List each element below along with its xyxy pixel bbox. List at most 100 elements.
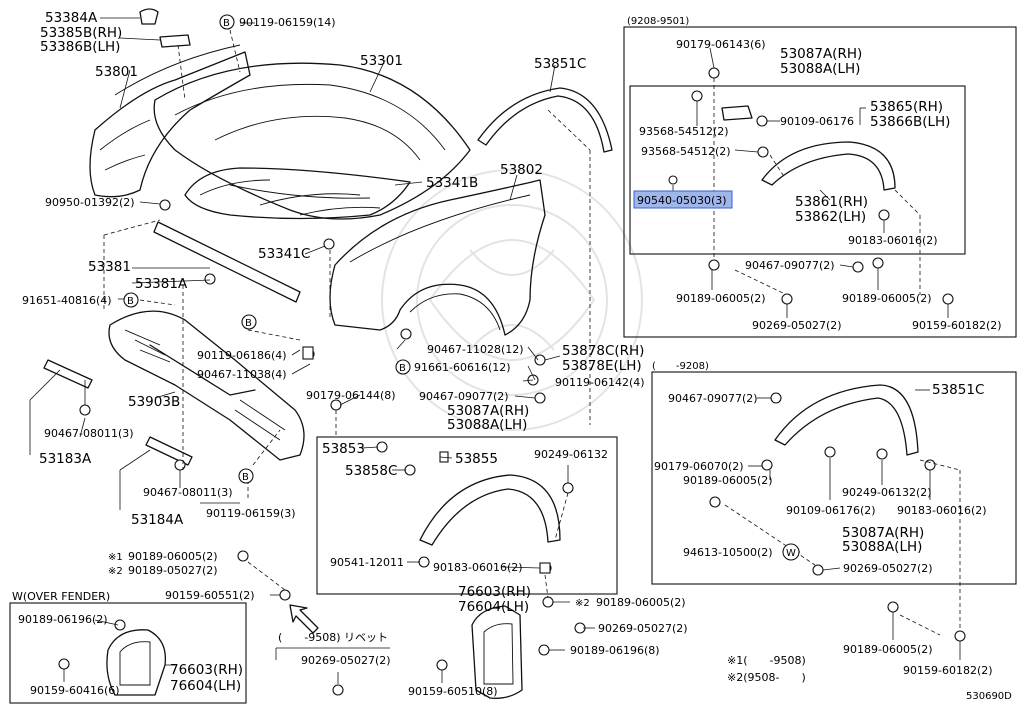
label-53855[interactable]: 53855	[455, 451, 498, 467]
label-90467-09077-mid[interactable]: 90467-09077(2)	[419, 390, 509, 403]
label-53384A[interactable]: 53384A	[45, 10, 98, 26]
label-53341B[interactable]: 53341B	[426, 175, 478, 191]
label-90249-06132-mid[interactable]: 90249-06132	[534, 448, 608, 461]
bracket-53183A[interactable]	[43, 359, 93, 389]
label-90189-06005-tr-b[interactable]: 90189-06005(2)	[842, 292, 932, 305]
label-53183A[interactable]: 53183A	[39, 451, 92, 467]
label-90467-08011-a[interactable]: 90467-08011(3)	[44, 427, 134, 440]
label-90159-60182-tr[interactable]: 90159-60182(2)	[912, 319, 1002, 332]
label-90183-06016-mid[interactable]: 90183-06016(2)	[433, 561, 523, 574]
label-90119-06186[interactable]: 90119-06186(4)	[197, 349, 287, 362]
bracket-53087A-tr[interactable]	[721, 105, 753, 121]
wheel-opening-molding-53865[interactable]	[761, 141, 896, 191]
label-76603-mid[interactable]: 76603(RH)	[458, 584, 531, 600]
label-53865[interactable]: 53865(RH)	[870, 99, 943, 115]
hood-seal-53381[interactable]	[153, 221, 301, 303]
label-53801[interactable]: 53801	[95, 64, 138, 80]
label-53184A[interactable]: 53184A	[131, 512, 184, 528]
label-90269-05027-mid[interactable]: 90269-05027(2)	[598, 622, 688, 635]
label-90189-06005-tr-a[interactable]: 90189-06005(2)	[676, 292, 766, 305]
label-90189-06005-br[interactable]: 90189-06005(2)	[683, 474, 773, 487]
label-53341C[interactable]: 53341C	[258, 246, 310, 262]
label-90159-60182-br[interactable]: 90159-60182(2)	[903, 664, 993, 677]
label-x2-90189-05027[interactable]: 90189-05027(2)	[128, 564, 218, 577]
label-53087A-br[interactable]: 53087A(RH)	[842, 525, 924, 541]
label-53802[interactable]: 53802	[500, 162, 543, 178]
label-53853[interactable]: 53853	[322, 441, 365, 457]
label-53386B[interactable]: 53386B(LH)	[40, 39, 120, 55]
radiator-support-53903B[interactable]	[108, 310, 305, 461]
label-53087A-mid[interactable]: 53087A(RH)	[447, 403, 529, 419]
label-90467-09077-tr[interactable]: 90467-09077(2)	[745, 259, 835, 272]
highlight-90540-05030[interactable]	[633, 190, 733, 209]
label-90249-06132-br[interactable]: 90249-06132(2)	[842, 486, 932, 499]
label-53861[interactable]: 53861(RH)	[795, 194, 868, 210]
label-53851C-top[interactable]: 53851C	[534, 56, 586, 72]
note-x2-mark: ※2	[108, 566, 123, 577]
hood-insulator-53341B[interactable]	[184, 167, 411, 220]
fender-liner-53851C-br[interactable]	[774, 384, 919, 456]
over-fender-arch-mid[interactable]	[419, 474, 561, 546]
label-x1-90189-06005[interactable]: 90189-06005(2)	[128, 550, 218, 563]
label-93568-54512-a[interactable]: 93568-54512(2)	[639, 125, 729, 138]
label-76604-w[interactable]: 76604(LH)	[170, 678, 241, 694]
label-90119-06159-14[interactable]: 90119-06159(14)	[239, 16, 336, 29]
label-90540-05030[interactable]: 90540-05030(3)	[637, 194, 727, 207]
label-53903B[interactable]: 53903B	[128, 394, 180, 410]
label-90269-05027-rivet[interactable]: 90269-05027(2)	[301, 654, 391, 667]
label-90159-60416[interactable]: 90159-60416(6)	[30, 684, 120, 697]
label-94613-10500[interactable]: 94613-10500(2)	[683, 546, 773, 559]
label-53858C[interactable]: 53858C	[345, 463, 397, 479]
label-90269-05027-br[interactable]: 90269-05027(2)	[843, 562, 933, 575]
label-53381[interactable]: 53381	[88, 259, 131, 275]
label-90467-11028[interactable]: 90467-11028(12)	[427, 343, 524, 356]
label-90189-06005-br2[interactable]: 90189-06005(2)	[843, 643, 933, 656]
mud-guard-76603-mid[interactable]	[471, 605, 523, 699]
label-91651-40816[interactable]: 91651-40816(4)	[22, 294, 112, 307]
mud-guard-76603-w[interactable]	[106, 629, 167, 696]
label-53087A-tr[interactable]: 53087A(RH)	[780, 46, 862, 62]
label-90179-06144[interactable]: 90179-06144(8)	[306, 389, 396, 402]
label-90467-11038[interactable]: 90467-11038(4)	[197, 368, 287, 381]
label-53878E[interactable]: 53878E(LH)	[562, 358, 642, 374]
label-90179-06070[interactable]: 90179-06070(2)	[654, 460, 744, 473]
bracket-53385B[interactable]	[159, 34, 191, 48]
front-fender-53802[interactable]	[329, 179, 546, 336]
label-90541-12011[interactable]: 90541-12011	[330, 556, 404, 569]
label-90159-60510[interactable]: 90159-60510(8)	[408, 685, 498, 698]
label-53385B[interactable]: 53385B(RH)	[40, 25, 122, 41]
bracket-53184A[interactable]	[145, 436, 193, 466]
label-53088A-br[interactable]: 53088A(LH)	[842, 539, 922, 555]
label-53088A-mid[interactable]: 53088A(LH)	[447, 417, 527, 433]
label-90269-05027-tr[interactable]: 90269-05027(2)	[752, 319, 842, 332]
apron-53801[interactable]	[89, 44, 251, 198]
hinge-53384A[interactable]	[139, 8, 159, 25]
label-90183-06016-tr[interactable]: 90183-06016(2)	[848, 234, 938, 247]
label-53381A[interactable]: 53381A	[135, 276, 188, 292]
label-53301[interactable]: 53301	[360, 53, 403, 69]
label-53088A-tr[interactable]: 53088A(LH)	[780, 61, 860, 77]
label-76603-w[interactable]: 76603(RH)	[170, 662, 243, 678]
label-90119-06159-3[interactable]: 90119-06159(3)	[206, 507, 296, 520]
label-90179-06143[interactable]: 90179-06143(6)	[676, 38, 766, 51]
label-91661-60616[interactable]: 91661-60616(12)	[414, 361, 511, 374]
label-90109-06176-br[interactable]: 90109-06176(2)	[786, 504, 876, 517]
label-90467-09077-br[interactable]: 90467-09077(2)	[668, 392, 758, 405]
label-53862[interactable]: 53862(LH)	[795, 209, 866, 225]
label-90189-06196-8[interactable]: 90189-06196(8)	[570, 644, 660, 657]
label-53851C-br[interactable]: 53851C	[932, 382, 984, 398]
label-76604-mid[interactable]: 76604(LH)	[458, 599, 529, 615]
label-90183-06016-br[interactable]: 90183-06016(2)	[897, 504, 987, 517]
label-53866B[interactable]: 53866B(LH)	[870, 114, 950, 130]
hood-53301[interactable]	[153, 62, 471, 220]
label-53878C[interactable]: 53878C(RH)	[562, 343, 644, 359]
label-90109-06176-tr[interactable]: 90109-06176	[780, 115, 854, 128]
label-90119-06142[interactable]: 90119-06142(4)	[555, 376, 645, 389]
fender-liner-53851C[interactable]	[477, 87, 613, 153]
label-93568-54512-b[interactable]: 93568-54512(2)	[641, 145, 731, 158]
label-90189-06196-2[interactable]: 90189-06196(2)	[18, 613, 108, 626]
label-90159-60551[interactable]: 90159-60551(2)	[165, 589, 255, 602]
label-90467-08011-b[interactable]: 90467-08011(3)	[143, 486, 233, 499]
label-x2-90189-06005[interactable]: 90189-06005(2)	[596, 596, 686, 609]
label-90950-01392[interactable]: 90950-01392(2)	[45, 196, 135, 209]
